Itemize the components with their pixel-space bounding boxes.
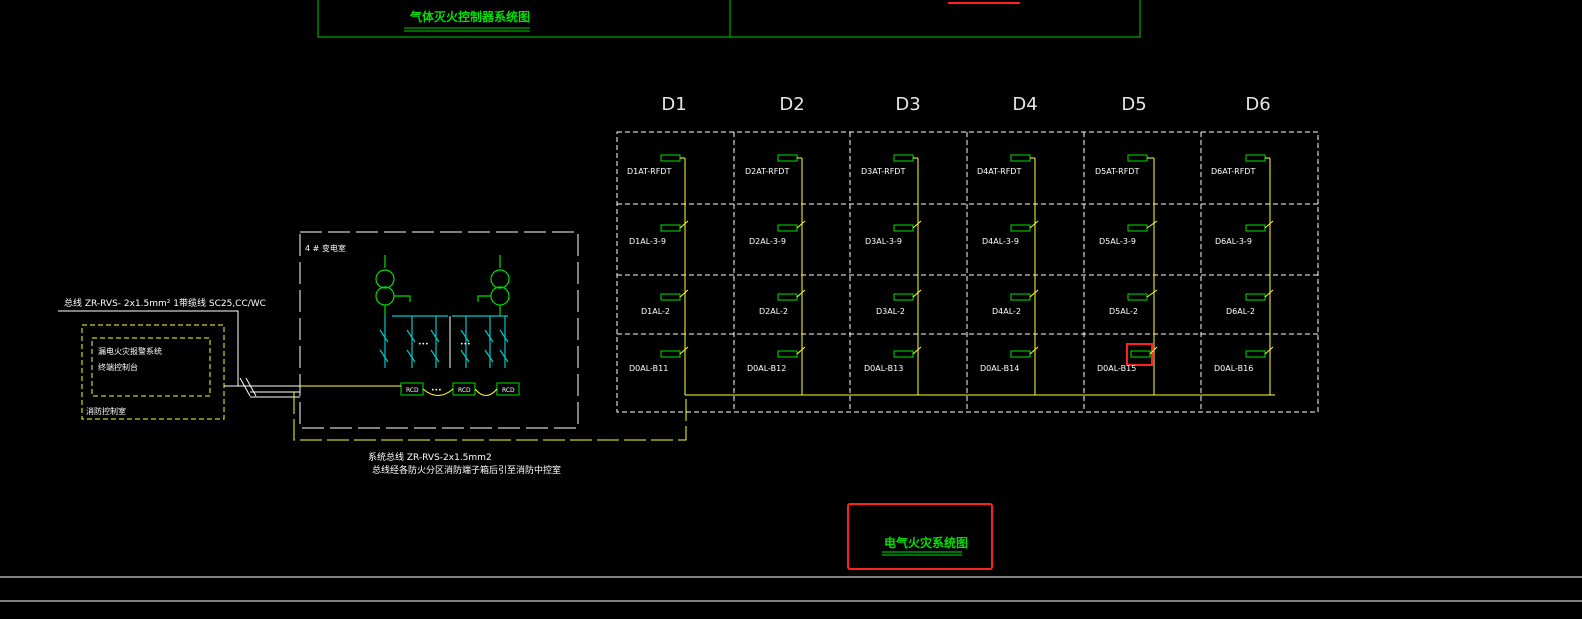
- column-label-d4: D4: [1012, 94, 1037, 115]
- gas-fire-title: 气体灭火控制器系统图: [409, 9, 530, 24]
- column-label-d3: D3: [895, 94, 920, 115]
- zone-circuits: D1AT-RFDT D1AL-3-9 D1AL-2 D0AL-B11 D2AT-…: [627, 154, 1275, 396]
- d1-module-3[interactable]: [660, 293, 681, 301]
- d4-cell-1-label: D4AT-RFDT: [977, 167, 1021, 176]
- d4-module-4[interactable]: [1010, 350, 1031, 358]
- d2-cell-1-label: D2AT-RFDT: [745, 167, 789, 176]
- d3-module-2[interactable]: [893, 224, 914, 232]
- d5-cell-1-label: D5AT-RFDT: [1095, 167, 1139, 176]
- d6-cell-1-label: D6AT-RFDT: [1211, 167, 1255, 176]
- d5-module-1[interactable]: [1127, 154, 1148, 162]
- feeder-dots-left: •••: [418, 341, 429, 348]
- d6-module-1[interactable]: [1245, 154, 1266, 162]
- column-label-d2: D2: [779, 94, 804, 115]
- d1-cell-3-label: D1AL-2: [641, 307, 670, 316]
- d6-module-4[interactable]: [1245, 350, 1266, 358]
- branch-stubs: [679, 157, 1274, 355]
- left-cable-note: 总线 ZR-RVS- 2x1.5mm² 1带缆线 SC25,CC/WC: [64, 297, 266, 309]
- d5-module-3[interactable]: [1127, 293, 1148, 301]
- d4-cell-3-label: D4AL-2: [992, 307, 1021, 316]
- drawing-title-group: 电气火灾系统图: [847, 503, 993, 570]
- system-bus-yellow: [293, 392, 687, 441]
- d5-cell-3-label: D5AL-2: [1109, 307, 1138, 316]
- top-title-block: 气体灭火控制器系统图: [317, 0, 1141, 38]
- column-label-d6: D6: [1245, 94, 1270, 115]
- console-line-1: 漏电火灾报警系统: [98, 346, 162, 356]
- title-block-frame: [317, 0, 1141, 38]
- d1-module-2[interactable]: [660, 224, 681, 232]
- d1-cell-1-label: D1AT-RFDT: [627, 167, 671, 176]
- d3-module-4[interactable]: [893, 350, 914, 358]
- d1-module-1[interactable]: [660, 154, 681, 162]
- d5-cell-4-label: D0AL-B15: [1097, 364, 1136, 373]
- d4-cell-4-label: D0AL-B14: [980, 364, 1019, 373]
- drawing-title: 电气火灾系统图: [884, 535, 968, 550]
- d6-cell-2-label: D6AL-3-9: [1215, 237, 1252, 246]
- selection-highlight-box[interactable]: [1126, 343, 1153, 366]
- column-d4-circuit: D4AT-RFDT D4AL-3-9 D4AL-2 D0AL-B14: [977, 154, 1036, 395]
- d5-module-4[interactable]: [1130, 350, 1151, 358]
- d6-cell-3-label: D6AL-2: [1226, 307, 1255, 316]
- column-d5-circuit: D5AT-RFDT D5AL-3-9 D5AL-2 D0AL-B15: [1095, 154, 1155, 395]
- column-label-d5: D5: [1121, 94, 1146, 115]
- substation-block: 4 # 变电室 ••• ••• RCD RCD RCD: [299, 231, 579, 429]
- d2-module-3[interactable]: [777, 293, 798, 301]
- d4-module-2[interactable]: [1010, 224, 1031, 232]
- drawing-title-highlight[interactable]: [847, 503, 993, 570]
- d6-module-2[interactable]: [1245, 224, 1266, 232]
- d3-cell-3-label: D3AL-2: [876, 307, 905, 316]
- rcd-links: [300, 385, 498, 396]
- control-room-outer: [81, 324, 225, 420]
- control-console-frame: [91, 337, 211, 397]
- rcd-module-3-label: RCD: [502, 387, 515, 394]
- d3-cell-2-label: D3AL-3-9: [865, 237, 902, 246]
- transformer-left-icon: [375, 255, 411, 316]
- system-bus-note-2: 总线经各防火分区消防端子箱后引至消防中控室: [372, 464, 561, 476]
- zone-grid: [616, 131, 1319, 413]
- d1-cell-4-label: D0AL-B11: [629, 364, 668, 373]
- column-label-d1: D1: [661, 94, 686, 115]
- control-room-label: 消防控制室: [86, 406, 126, 416]
- transformer-right-icon: [477, 255, 510, 316]
- d4-module-3[interactable]: [1010, 293, 1031, 301]
- d3-module-3[interactable]: [893, 293, 914, 301]
- d1-module-4[interactable]: [660, 350, 681, 358]
- cable-parallel: [250, 391, 300, 398]
- console-line-2: 终端控制台: [98, 362, 138, 372]
- d5-cell-2-label: D5AL-3-9: [1099, 237, 1136, 246]
- control-room-block: 漏电火灾报警系统 终端控制台 消防控制室: [81, 324, 225, 420]
- d6-cell-4-label: D0AL-B16: [1214, 364, 1253, 373]
- substation-label: 4 # 变电室: [305, 243, 346, 253]
- rcd-module-2-label: RCD: [458, 387, 471, 394]
- d4-cell-2-label: D4AL-3-9: [982, 237, 1019, 246]
- d2-cell-2-label: D2AL-3-9: [749, 237, 786, 246]
- d2-module-4[interactable]: [777, 350, 798, 358]
- d3-cell-1-label: D3AT-RFDT: [861, 167, 905, 176]
- d1-cell-2-label: D1AL-3-9: [629, 237, 666, 246]
- d2-cell-4-label: D0AL-B12: [747, 364, 786, 373]
- column-labels: D1 D2 D3 D4 D5 D6: [661, 94, 1270, 115]
- d2-module-2[interactable]: [777, 224, 798, 232]
- d5-module-2[interactable]: [1127, 224, 1148, 232]
- busbar-cyan: [379, 315, 509, 368]
- system-bus-note-1: 系统总线 ZR-RVS-2x1.5mm2: [368, 451, 492, 463]
- rcd-module-1-label: RCD: [406, 387, 419, 394]
- substation-frame: [299, 231, 579, 429]
- left-bus-white: [58, 310, 239, 386]
- cable-tick-marks: [239, 377, 257, 397]
- d3-cell-4-label: D0AL-B13: [864, 364, 903, 373]
- rcd-dots: •••: [431, 387, 442, 394]
- d6-module-3[interactable]: [1245, 293, 1266, 301]
- d2-module-1[interactable]: [777, 154, 798, 162]
- d4-module-1[interactable]: [1010, 154, 1031, 162]
- zone-grid-outline: [616, 131, 1319, 413]
- d2-cell-3-label: D2AL-2: [759, 307, 788, 316]
- feeder-dots-right: •••: [460, 341, 471, 348]
- system-bus-wiring: [58, 310, 687, 441]
- d3-module-1[interactable]: [893, 154, 914, 162]
